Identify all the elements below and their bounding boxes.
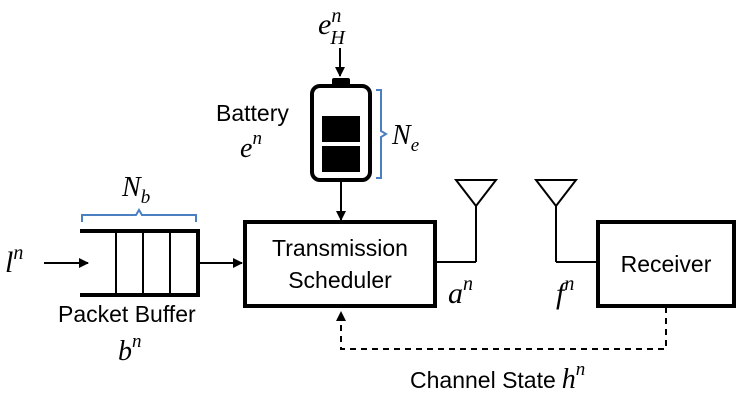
battery-capacity-label: Ne: [391, 120, 419, 156]
battery-state-label: en: [240, 128, 262, 164]
battery-title: Battery: [216, 100, 289, 126]
scheduler-line1: Transmission: [272, 235, 408, 261]
packet-buffer: [80, 229, 200, 297]
buffer-capacity-brace: [81, 208, 197, 222]
receive-antenna-icon: [533, 179, 597, 263]
buffer-state-label: bn: [118, 331, 142, 367]
battery-icon: [310, 78, 372, 182]
buffer-capacity-label: Nb: [121, 172, 150, 208]
transmit-antenna-icon: [435, 179, 499, 263]
receiver-label: Receiver: [621, 251, 712, 277]
buffer-title: Packet Buffer: [58, 301, 196, 327]
feedback-label: fn: [556, 273, 574, 310]
scheduler-box: [243, 220, 437, 308]
scheduler-line2: Scheduler: [288, 267, 392, 293]
channel-feedback-path: [336, 307, 667, 350]
arrivals-label: ln: [5, 242, 23, 279]
battery-capacity-brace: [376, 89, 388, 179]
receiver-box: [596, 220, 736, 308]
action-label: an: [448, 273, 473, 310]
